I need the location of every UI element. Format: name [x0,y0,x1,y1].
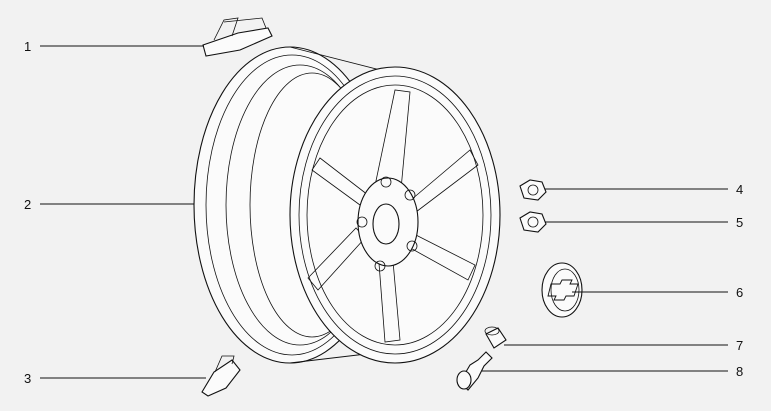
valve-stem [456,351,493,391]
valve-cap [484,326,507,349]
callout-3: 3 [24,371,31,386]
wheel-nut-b [519,211,547,233]
callout-2: 2 [24,197,31,212]
wheel-weight-bottom [201,355,241,397]
wheel-weight-top [202,17,273,57]
center-cap [541,262,583,318]
callout-1: 1 [24,39,31,54]
callout-6: 6 [736,285,743,300]
callout-8: 8 [736,364,743,379]
callout-4: 4 [736,182,743,197]
callout-7: 7 [736,338,743,353]
callout-labels: 1 2 3 4 5 6 7 8 [24,39,743,386]
leader-lines [40,45,728,379]
wheel-rim [193,46,501,364]
wheel-nut-a [519,179,547,201]
callout-5: 5 [736,215,743,230]
